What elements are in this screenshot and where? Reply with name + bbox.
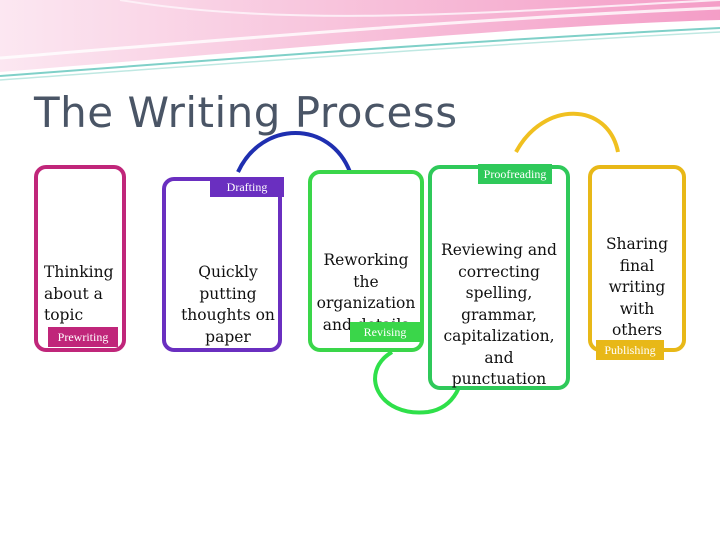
- stage-prewriting-description: Thinking about a topic: [44, 262, 120, 327]
- arrow-proofreading-to-publishing: [516, 114, 618, 152]
- decorative-banner: [0, 0, 720, 90]
- stage-revising-label: Revising: [350, 322, 420, 342]
- stage-prewriting-label: Prewriting: [48, 327, 118, 347]
- stage-publishing-label: Publishing: [596, 340, 664, 360]
- page-title: The Writing Process: [34, 88, 458, 137]
- stage-proofreading-description: Reviewing and correcting spelling, gramm…: [436, 240, 562, 391]
- stage-drafting-label: Drafting: [210, 177, 284, 197]
- arrow-drafting-to-revising: [238, 133, 350, 172]
- stage-drafting-description: Quickly putting thoughts on paper: [176, 262, 280, 348]
- stage-proofreading-label: Proofreading: [478, 164, 552, 184]
- stage-publishing-description: Sharing final writing with others: [594, 234, 680, 342]
